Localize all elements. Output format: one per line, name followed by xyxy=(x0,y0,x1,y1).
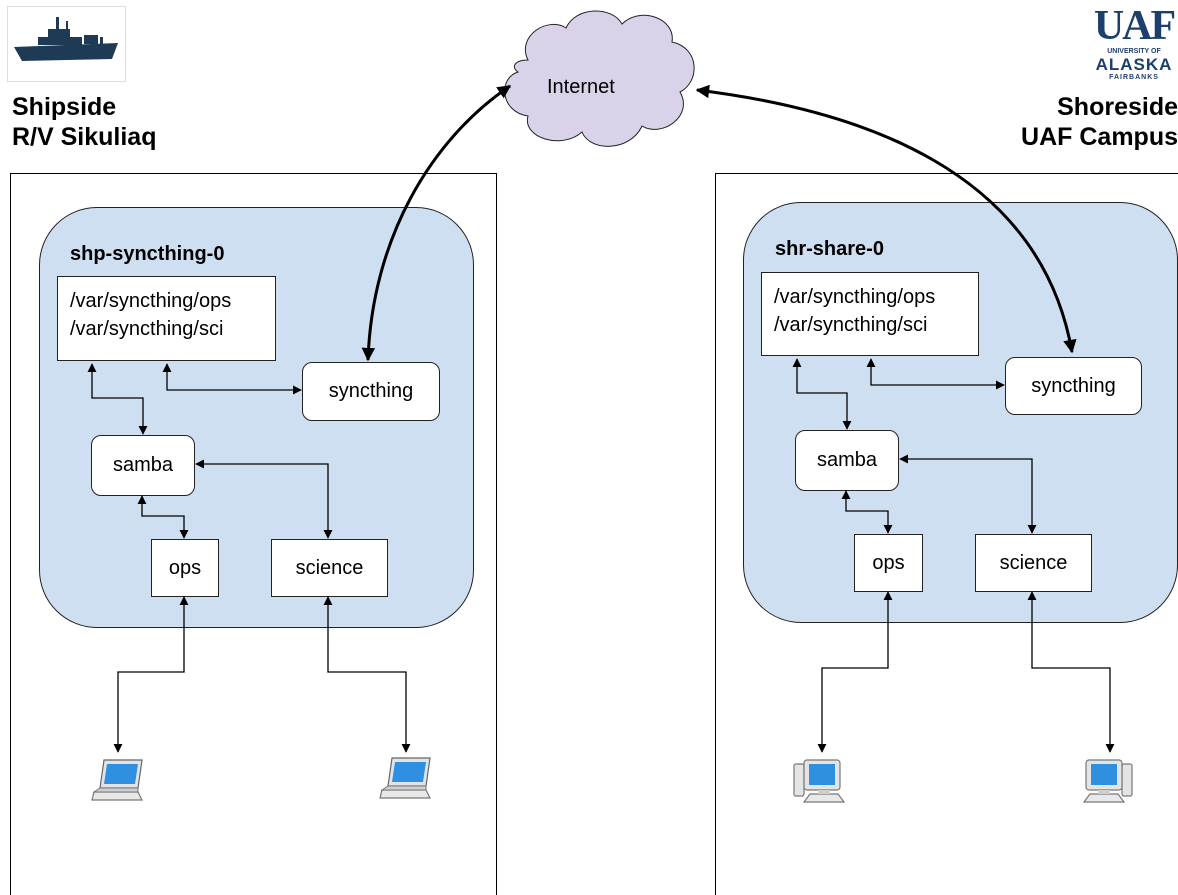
uaf-logo-line1: UNIVERSITY OF xyxy=(1107,48,1161,55)
ship-logo-icon xyxy=(14,17,118,61)
shipside-samba: samba xyxy=(91,435,195,496)
shipside-title: Shipside R/V Sikuliaq xyxy=(12,92,156,152)
shoreside-path-ops: /var/syncthing/ops xyxy=(774,286,936,308)
shoreside-title: Shoreside UAF Campus xyxy=(958,92,1178,152)
ship-logo xyxy=(7,6,126,82)
shoreside-path-sci: /var/syncthing/sci xyxy=(774,314,928,336)
shipside-host-name: shp-syncthing-0 xyxy=(70,243,225,265)
shipside-path-sci: /var/syncthing/sci xyxy=(70,318,224,340)
shoreside-host-name: shr-share-0 xyxy=(775,238,884,260)
internet-label: Internet xyxy=(547,76,615,98)
uaf-logo-mark: UAF xyxy=(1093,3,1176,49)
shoreside-science: science xyxy=(975,534,1092,592)
shoreside-paths-box: /var/syncthing/ops /var/syncthing/sci xyxy=(761,272,979,356)
shoreside-ops: ops xyxy=(854,534,923,592)
shipside-title-line1: Shipside xyxy=(12,93,117,121)
shoreside-title-line1: Shoreside xyxy=(1057,93,1178,121)
shipside-syncthing: syncthing xyxy=(302,362,440,421)
shipside-science: science xyxy=(271,539,388,597)
uaf-logo-line3: FAIRBANKS xyxy=(1109,74,1159,81)
shipside-title-line2: R/V Sikuliaq xyxy=(12,123,157,151)
uaf-logo: UAF UNIVERSITY OF ALASKA FAIRBANKS xyxy=(1090,4,1178,90)
shipside-ops: ops xyxy=(151,539,219,597)
shoreside-syncthing: syncthing xyxy=(1005,357,1142,415)
shipside-path-ops: /var/syncthing/ops xyxy=(70,290,232,312)
shoreside-samba: samba xyxy=(795,430,899,491)
shoreside-title-line2: UAF Campus xyxy=(1021,123,1178,151)
uaf-logo-line2: ALASKA xyxy=(1095,55,1173,74)
shipside-paths-box: /var/syncthing/ops /var/syncthing/sci xyxy=(57,276,276,361)
